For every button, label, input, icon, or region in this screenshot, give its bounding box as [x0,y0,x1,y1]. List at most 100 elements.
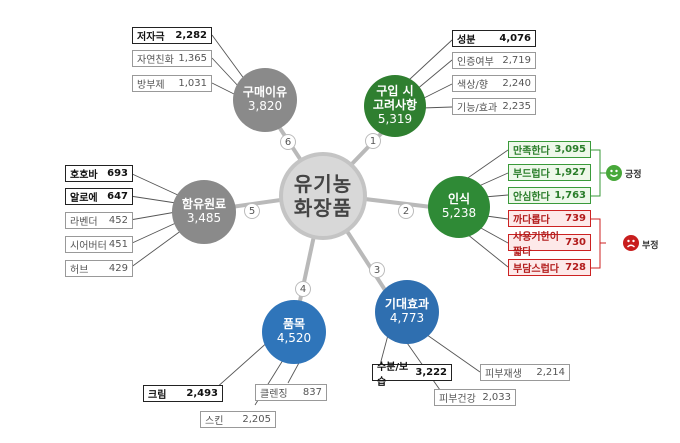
item-ingredient: 성분 4,076 [452,30,536,47]
node-items: 품목 4,520 [262,300,326,364]
number-badge-3: 3 [369,262,385,278]
node1-label-line2: 고려사항 [372,98,418,113]
item-label: 시어버터 [70,241,107,252]
item-label: 부드럽다 [513,169,550,180]
item-cream: 크림 2,493 [143,385,223,402]
item-value: 730 [565,237,586,248]
item-label: 피부재생 [485,369,522,380]
item-skin-health: 피부건강 2,033 [434,389,516,406]
item-value: 837 [302,387,322,398]
item-value: 728 [565,262,586,273]
node5-value: 3,485 [186,211,222,225]
number-badge-2: 2 [398,203,414,219]
item-label: 피부건강 [439,394,476,405]
item-label: 색상/향 [457,80,488,91]
item-value: 429 [108,263,128,274]
item-value: 1,763 [554,190,586,201]
item-value: 2,282 [175,30,207,41]
node-purchase-reasons: 구매이유 3,820 [233,68,297,132]
item-label: 스킨 [205,416,224,427]
item-label: 호호바 [70,170,98,181]
item-soft: 부드럽다 1,927 [508,164,591,181]
item-label: 기능/효과 [457,103,498,114]
node-expected-effects: 기대효과 4,773 [375,280,439,344]
negative-label: 부정 [642,241,659,251]
item-label: 방부제 [137,80,165,91]
item-value: 2,719 [502,55,531,66]
center-title-line1: 유기농 [293,172,353,196]
node1-value: 5,319 [377,111,413,126]
item-value: 739 [565,213,586,224]
item-low-irritation: 저자극 2,282 [132,27,212,44]
item-label: 수분/보습 [377,361,409,388]
item-burdensome: 부담스럽다 728 [508,259,591,276]
item-label: 자연친화 [137,55,174,66]
item-label: 성분 [457,35,476,46]
item-value: 1,031 [178,78,207,89]
center-title-line2: 화장품 [293,196,353,220]
item-value: 2,240 [502,78,531,89]
item-eco-friendly: 자연친화 1,365 [132,50,212,67]
node5-label: 함유원료 [181,197,227,212]
item-label: 부담스럽다 [513,264,559,275]
node4-label: 품목 [282,317,306,332]
number-badge-5: 5 [244,203,260,219]
node6-value: 3,820 [247,99,283,113]
number-badge-1: 1 [365,133,381,149]
item-value: 452 [108,215,128,226]
item-label: 안심한다 [513,192,550,203]
item-color-scent: 색상/향 2,240 [452,75,536,92]
item-label: 까다롭다 [513,215,550,226]
node4-value: 4,520 [276,331,312,345]
item-short-shelf-life: 사용기한이 짧다 730 [508,232,591,258]
item-value: 693 [107,168,128,179]
number-badge-4: 4 [295,281,311,297]
node1-label-line1: 구입 시 [376,84,414,99]
item-label: 만족한다 [513,146,550,157]
item-value: 4,076 [499,33,531,44]
item-herb: 허브 429 [65,260,133,277]
item-label: 허브 [70,265,89,276]
item-value: 2,033 [482,392,511,403]
center-hub: 유기농 화장품 [279,152,367,240]
item-skin-toner: 스킨 2,205 [200,411,276,428]
item-value: 1,927 [554,167,586,178]
node-purchase-considerations: 구입 시 고려사항 5,319 [364,75,426,137]
node2-value: 5,238 [441,206,477,220]
item-label: 크림 [148,390,167,401]
item-value: 3,222 [415,367,447,378]
node-ingredients: 함유원료 3,485 [172,180,236,244]
item-aloe: 알로에 647 [65,188,133,205]
item-skin-regeneration: 피부재생 2,214 [480,364,570,381]
item-reassured: 안심한다 1,763 [508,187,591,204]
item-picky: 까다롭다 739 [508,210,591,227]
item-preservative: 방부제 1,031 [132,75,212,92]
item-value: 2,214 [536,367,565,378]
node2-label: 인식 [447,192,471,207]
item-value: 2,205 [242,414,271,425]
item-value: 451 [108,239,128,250]
item-label: 저자극 [137,32,165,43]
item-label: 사용기한이 짧다 [513,231,559,258]
item-satisfied: 만족한다 3,095 [508,141,591,158]
node-perception: 인식 5,238 [428,176,490,238]
sad-face-icon [623,235,639,251]
item-value: 2,493 [186,388,218,399]
positive-label: 긍정 [625,170,642,180]
item-moisture: 수분/보습 3,222 [372,362,452,388]
item-label: 알로에 [70,193,98,204]
number-badge-6: 6 [280,134,296,150]
item-label: 인증여부 [457,57,494,68]
item-value: 1,365 [178,53,207,64]
item-value: 3,095 [554,144,586,155]
smile-face-icon [606,165,622,181]
item-jojoba: 호호바 693 [65,165,133,182]
item-function-effect: 기능/효과 2,235 [452,98,536,115]
item-value: 647 [107,191,128,202]
node3-label: 기대효과 [384,297,430,312]
item-value: 2,235 [502,101,531,112]
node3-value: 4,773 [389,311,425,325]
